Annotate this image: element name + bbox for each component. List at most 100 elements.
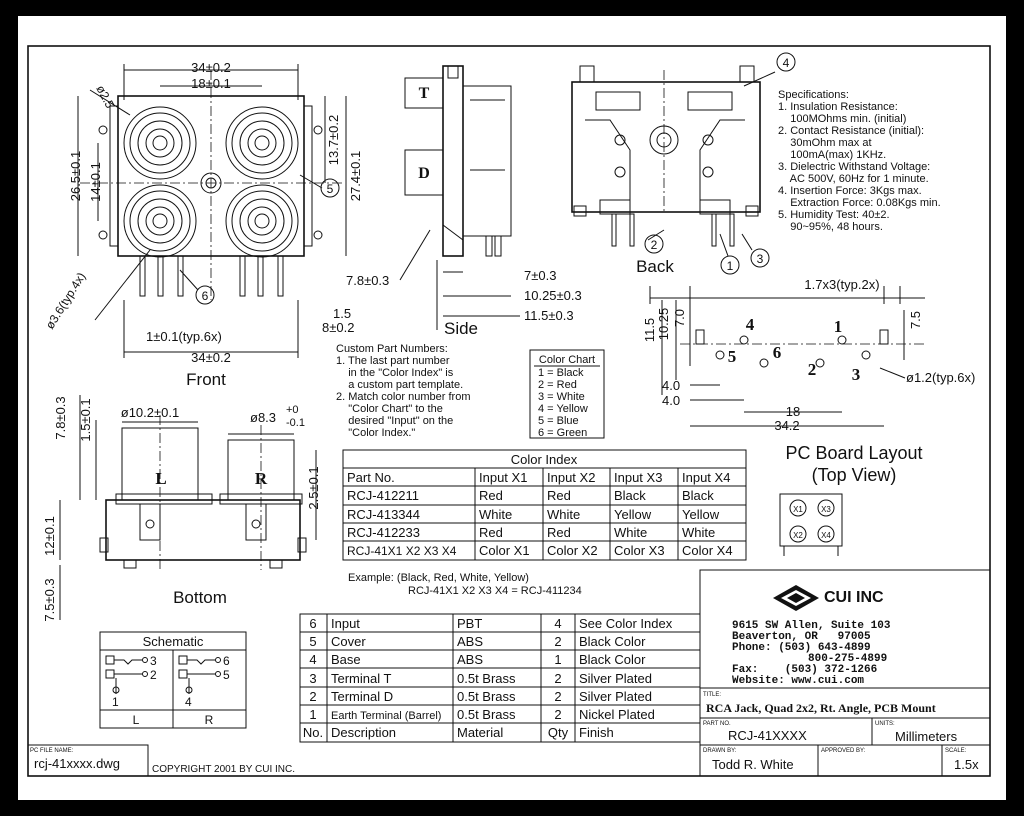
callout-2-label: 2 xyxy=(651,238,658,252)
callout-1-label: 1 xyxy=(727,259,734,273)
ci-header: Part No. xyxy=(347,470,395,485)
paper xyxy=(18,16,1006,800)
schematic-pin: 6 xyxy=(223,654,230,668)
color-chart-item: 6 = Green xyxy=(538,427,587,439)
bom-cell: ABS xyxy=(457,652,483,667)
front-view: 34±0.2 18±0.1 ø2.5 26.5±0.1 14±0.1 13.7±… xyxy=(43,60,363,389)
bom-cell: 1 xyxy=(309,707,316,722)
spec-line: 3. Dielectric Withstand Voltage: xyxy=(778,161,930,173)
ci-cell: Yellow xyxy=(682,507,720,522)
bom-cell: Cover xyxy=(331,634,366,649)
front-jack xyxy=(123,184,197,258)
callout-6-label: 6 xyxy=(202,289,209,303)
ci-header: Input X3 xyxy=(614,470,662,485)
ci-cell: RCJ-412233 xyxy=(347,525,420,540)
bom-header: Material xyxy=(457,725,503,740)
front-dim-width-bottom: 34±0.2 xyxy=(191,350,231,365)
bom-cell: 0.5t Brass xyxy=(457,689,516,704)
pcb-subtitle: (Top View) xyxy=(812,465,897,485)
title-block: CUI INC 9615 SW Allen, Suite 103 Beavert… xyxy=(699,569,991,777)
ci-cell: Red xyxy=(547,525,571,540)
icon-label: X4 xyxy=(821,531,831,540)
front-dim-pin: 1±0.1(typ.6x) xyxy=(146,329,222,344)
color-chart-item: 4 = Yellow xyxy=(538,403,588,415)
ci-header: Input X1 xyxy=(479,470,527,485)
scale-label: SCALE: xyxy=(945,748,967,754)
pcb-pin-label: 2 xyxy=(808,360,817,379)
pcb-dim-left: 10.25 xyxy=(656,308,671,341)
pcb-pin-label: 4 xyxy=(746,315,755,334)
bom-cell: 2 xyxy=(309,689,316,704)
front-caption: Front xyxy=(186,370,226,389)
bottom-label-l: L xyxy=(155,469,166,488)
ci-cell: White xyxy=(682,525,715,540)
custom-line: a custom part template. xyxy=(336,379,463,391)
ci-cell: Red xyxy=(479,525,503,540)
pcb-dim-right: 7.5 xyxy=(908,311,923,329)
bom-cell: 4 xyxy=(554,616,561,631)
schematic: Schematic 3 2 1 6 5 4 L R xyxy=(99,631,247,729)
custom-line: 1. The last part number xyxy=(336,355,450,367)
front-dim-offset: 1.5 xyxy=(333,306,351,321)
spec-line: AC 500V, 60Hz for 1 minute. xyxy=(778,173,929,185)
pcb-dim-bottom: 34.2 xyxy=(774,418,799,433)
units-label: UNITS: xyxy=(875,721,895,727)
callout-5-label: 5 xyxy=(327,182,334,196)
side-view: T D 7.8±0.3 7±0.3 10.25±0.3 11.5±0.3 Sid… xyxy=(346,65,582,338)
bom-cell: Earth Terminal (Barrel) xyxy=(331,710,441,722)
ci-cell: White xyxy=(479,507,512,522)
pcb-pin-label: 6 xyxy=(773,343,782,362)
title-label: TITLE: xyxy=(703,692,721,698)
bom-header: Qty xyxy=(548,725,569,740)
callout-3-label: 3 xyxy=(757,252,764,266)
bottom-dim: 7.5±0.3 xyxy=(42,578,57,621)
front-jack xyxy=(225,106,299,180)
bom-table: 6 Input PBT 4 See Color Index 5 Cover AB… xyxy=(299,613,701,743)
custom-part-numbers: Custom Part Numbers: 1. The last part nu… xyxy=(336,343,471,439)
side-dim-b: 7±0.3 xyxy=(524,268,556,283)
address-line: 9615 SW Allen, Suite 103 xyxy=(732,620,891,632)
side-dim-a: 7.8±0.3 xyxy=(346,273,389,288)
front-dim-pitch: 18±0.1 xyxy=(191,76,231,91)
file-name-block: PC FILE NAME: rcj-41xxxx.dwg xyxy=(27,744,149,777)
schematic-pin: 4 xyxy=(185,695,192,709)
front-dim-vpitch: 14±0.1 xyxy=(88,162,103,202)
address-line: Phone: (503) 643-4899 xyxy=(732,642,871,654)
back-view: 4 2 1 3 Back xyxy=(571,52,796,276)
side-caption: Side xyxy=(444,319,478,338)
callout-6 xyxy=(195,285,215,305)
quad-jack-icon: X1 X3 X2 X4 xyxy=(779,493,843,556)
pcb-dim-bottom: 4.0 xyxy=(662,378,680,393)
bom-cell: Silver Plated xyxy=(579,689,652,704)
pcb-title: PC Board Layout xyxy=(785,443,922,463)
company-name: CUI INC xyxy=(824,589,884,606)
bottom-dim-diameter: ø10.2±0.1 xyxy=(121,405,179,420)
bom-cell: 0.5t Brass xyxy=(457,671,516,686)
schematic-pin: 2 xyxy=(150,668,157,682)
spec-title: Specifications: xyxy=(778,89,849,101)
drawn-by: Todd R. White xyxy=(712,757,794,772)
drawn-label: DRAWN BY: xyxy=(703,748,737,754)
example-line: RCJ-41X1 X2 X3 X4 = RCJ-411234 xyxy=(408,585,582,597)
bom-cell: Black Color xyxy=(579,652,646,667)
custom-line: 2. Match color number from xyxy=(336,391,471,403)
ci-cell: RCJ-412211 xyxy=(347,488,419,503)
icon-label: X3 xyxy=(821,505,831,514)
bom-cell: 0.5t Brass xyxy=(457,707,516,722)
callout-5 xyxy=(320,178,340,198)
bom-cell: 3 xyxy=(309,671,316,686)
bom-cell: ABS xyxy=(457,634,483,649)
bom-cell: 1 xyxy=(554,652,561,667)
custom-line: "Color Chart" to the xyxy=(336,403,443,415)
pcb-pin-label: 1 xyxy=(834,317,843,336)
bottom-dim: 1.5±0.1 xyxy=(78,398,93,441)
bom-cell: 2 xyxy=(554,689,561,704)
callout-4-label: 4 xyxy=(783,56,790,70)
bom-cell: Terminal T xyxy=(331,671,392,686)
ci-cell: Yellow xyxy=(614,507,652,522)
part-number: RCJ-41XXXX xyxy=(728,728,807,743)
jack-symbol-icon xyxy=(178,655,221,694)
bottom-label-r: R xyxy=(255,469,268,488)
units-value: Millimeters xyxy=(895,729,958,744)
